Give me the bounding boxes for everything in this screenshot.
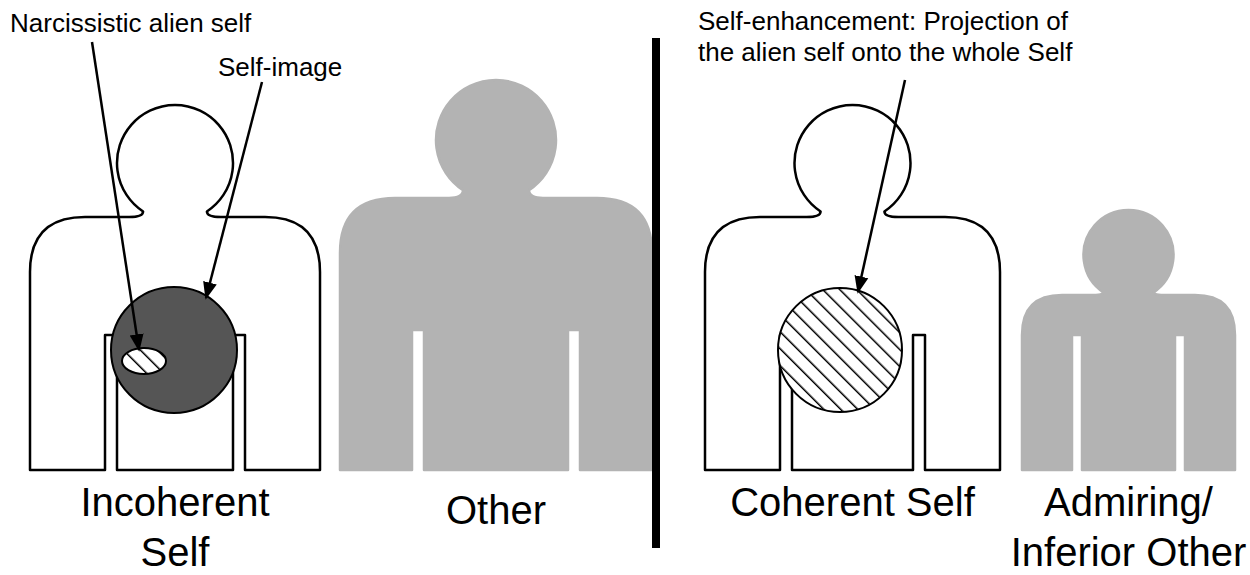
self-image-circle	[111, 287, 237, 413]
person-figure: Admiring/ Inferior Other	[1022, 210, 1235, 470]
figure-caption: Incoherent Self	[45, 477, 305, 575]
silhouette-shape	[1022, 210, 1235, 470]
silhouette-shape	[705, 105, 1000, 470]
body-outline	[705, 105, 1000, 470]
body-outline	[30, 105, 320, 470]
alien-self-ellipse	[122, 348, 166, 374]
callout-label: Narcissistic alien self	[10, 8, 251, 39]
figure-caption: Other	[371, 485, 621, 535]
figure-caption: Admiring/ Inferior Other	[1004, 477, 1250, 575]
figure-caption: Coherent Self	[723, 477, 983, 527]
silhouette-shape	[340, 80, 652, 470]
body-outline	[340, 80, 652, 470]
person-figure: Other	[340, 80, 652, 470]
callout-label: Self-enhancement: Projection of the alie…	[698, 6, 1103, 68]
person-figure: Coherent Self	[705, 105, 1000, 470]
person-figure: Incoherent Self	[30, 105, 320, 470]
callout-label: Self-image	[218, 52, 342, 83]
body-outline	[1022, 210, 1235, 470]
enhanced-self-circle	[778, 288, 902, 412]
silhouette-shape	[30, 105, 320, 470]
